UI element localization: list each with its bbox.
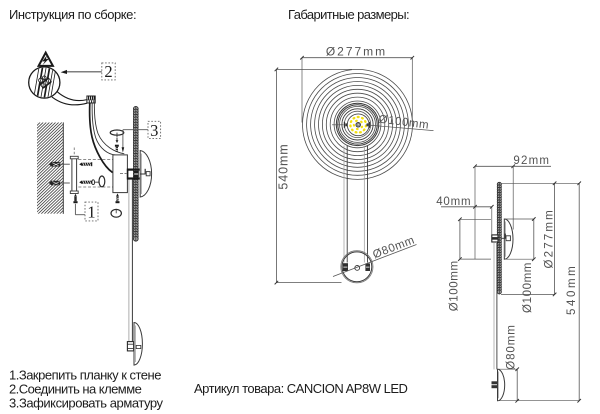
svg-text:2.Соединить на клемме: 2.Соединить на клемме [9, 382, 142, 397]
svg-text:Ø277mm: Ø277mm [543, 208, 555, 268]
svg-text:Артикул товара: CANCION AP8W L: Артикул товара: CANCION AP8W LED [194, 381, 407, 396]
svg-text:3: 3 [150, 121, 158, 140]
svg-text:3.Зафиксировать арматуру: 3.Зафиксировать арматуру [9, 396, 164, 411]
svg-text:Ø100mm: Ø100mm [449, 260, 461, 311]
svg-text:Ø80mm: Ø80mm [506, 324, 518, 369]
svg-text:Инструкция по сборке:: Инструкция по сборке: [9, 7, 136, 22]
svg-text:540mm: 540mm [566, 264, 578, 315]
svg-text:540mm: 540mm [276, 143, 290, 189]
svg-text:Ø100mm: Ø100mm [522, 262, 534, 313]
svg-text:Габаритные размеры:: Габаритные размеры: [288, 7, 409, 22]
svg-text:Ø277mm: Ø277mm [326, 45, 387, 59]
svg-text:Ø80mm: Ø80mm [371, 234, 416, 261]
svg-text:40mm: 40mm [436, 196, 471, 208]
svg-text:2: 2 [104, 62, 112, 81]
svg-text:92mm: 92mm [513, 155, 550, 167]
svg-text:1.Закрепить планку к стене: 1.Закрепить планку к стене [9, 368, 161, 383]
svg-text:1: 1 [87, 203, 95, 222]
